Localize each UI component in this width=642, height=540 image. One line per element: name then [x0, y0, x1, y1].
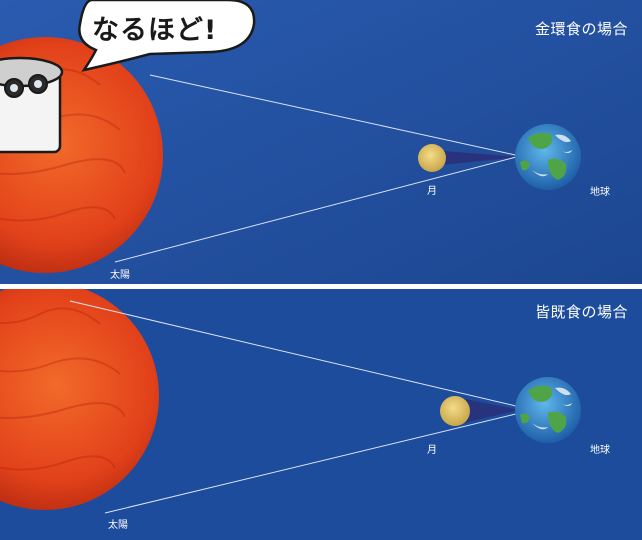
sun-label: 太陽: [110, 270, 130, 281]
moon-label: 月: [427, 445, 437, 456]
moon-label: 月: [427, 186, 437, 197]
earth-label: 地球: [590, 187, 610, 198]
light-ray-lower: [104, 412, 521, 514]
annular-eclipse-diagram: [0, 0, 642, 284]
moon: [440, 396, 470, 426]
annular-eclipse-panel: なるほど! 金環食の場合 太陽 月 地球: [0, 0, 642, 284]
light-ray-upper: [149, 74, 521, 157]
moon-shadow-cone: [432, 150, 520, 166]
earth-clouds: [532, 387, 572, 430]
total-eclipse-panel: 皆既食の場合 太陽 月 地球: [0, 289, 642, 540]
moon: [418, 144, 446, 172]
total-eclipse-diagram: [0, 289, 642, 540]
panel-title: 金環食の場合: [534, 20, 628, 38]
moon-shadow-cone: [455, 397, 520, 425]
earth-land: [520, 385, 567, 433]
light-ray-lower: [114, 155, 521, 263]
sun: [0, 289, 159, 510]
earth-label: 地球: [590, 445, 610, 456]
light-ray-upper: [69, 300, 521, 408]
speech-bubble-text: なるほど!: [92, 15, 218, 46]
sun-texture: [0, 307, 126, 471]
binocular-character: [0, 56, 64, 154]
earth-land: [520, 132, 567, 180]
earth-clouds: [532, 134, 572, 177]
sun-label: 太陽: [108, 520, 128, 531]
speech-bubble: [78, 0, 256, 72]
panel-title: 皆既食の場合: [534, 303, 628, 321]
